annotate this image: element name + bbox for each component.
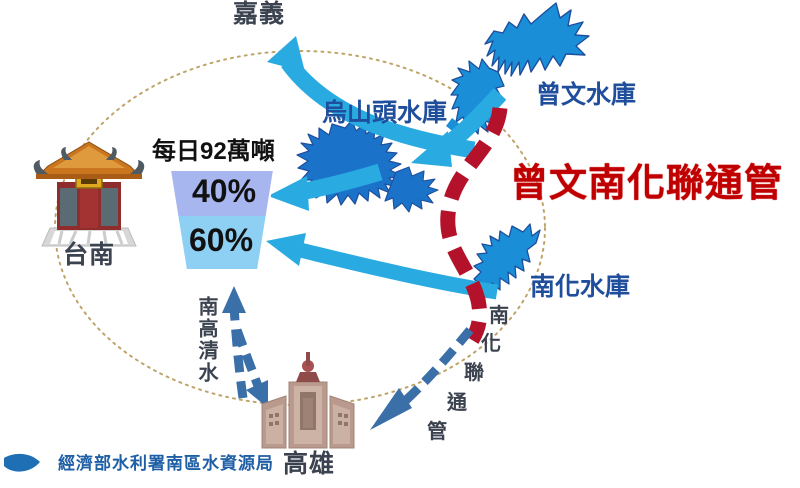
nanhua-link-char-4: 通: [447, 392, 467, 414]
arrow-nanhua-link-southwest: [370, 327, 474, 430]
nanhua-link-char-1: 南: [489, 305, 509, 327]
city-label-tainan: 台南: [63, 241, 116, 269]
pipeline-label-tainan-kaohsiung-cleanwater: 南高清水: [195, 296, 217, 384]
reservoir-label-zengwen: 曾文水庫: [536, 81, 637, 109]
nanhua-link-char-5: 管: [427, 421, 447, 443]
agency-logo-icon: [4, 453, 40, 472]
nanhua-link-char-2: 化: [481, 333, 501, 355]
reservoir-label-nanhua: 南化水庫: [530, 273, 631, 301]
nanhua-link-char-3: 聯: [464, 362, 484, 384]
reservoir-label-wushantou: 烏山頭水庫: [322, 99, 448, 127]
zengwen-nanhua-link-pipe: [440, 106, 508, 344]
allocation-upper-percent: 40%: [192, 173, 257, 209]
arrow-zengwen-to-wushantou: [411, 88, 507, 167]
daily-volume-label: 每日92萬噸: [152, 138, 275, 165]
arrow-to-kaohsiung: [232, 328, 268, 408]
allocation-lower-percent: 60%: [189, 222, 254, 258]
arrow-tainan-kaohsiung-cleanwater-up: [222, 286, 248, 399]
headline-title: 曾文南化聯通管: [510, 163, 784, 205]
zengwen-reservoir-shape: [446, 2, 590, 135]
footer-agency-label: 經濟部水利署南區水資源局: [58, 454, 274, 473]
tainan-temple-icon: [33, 141, 145, 247]
arrow-wushantou-to-tainan: [268, 163, 383, 211]
kaohsiung-tower-icon: [261, 352, 355, 449]
city-label-kaohsiung: 高雄: [283, 450, 336, 478]
city-label-chiayi: 嘉義: [233, 0, 286, 28]
allocation-funnel: [168, 169, 276, 271]
